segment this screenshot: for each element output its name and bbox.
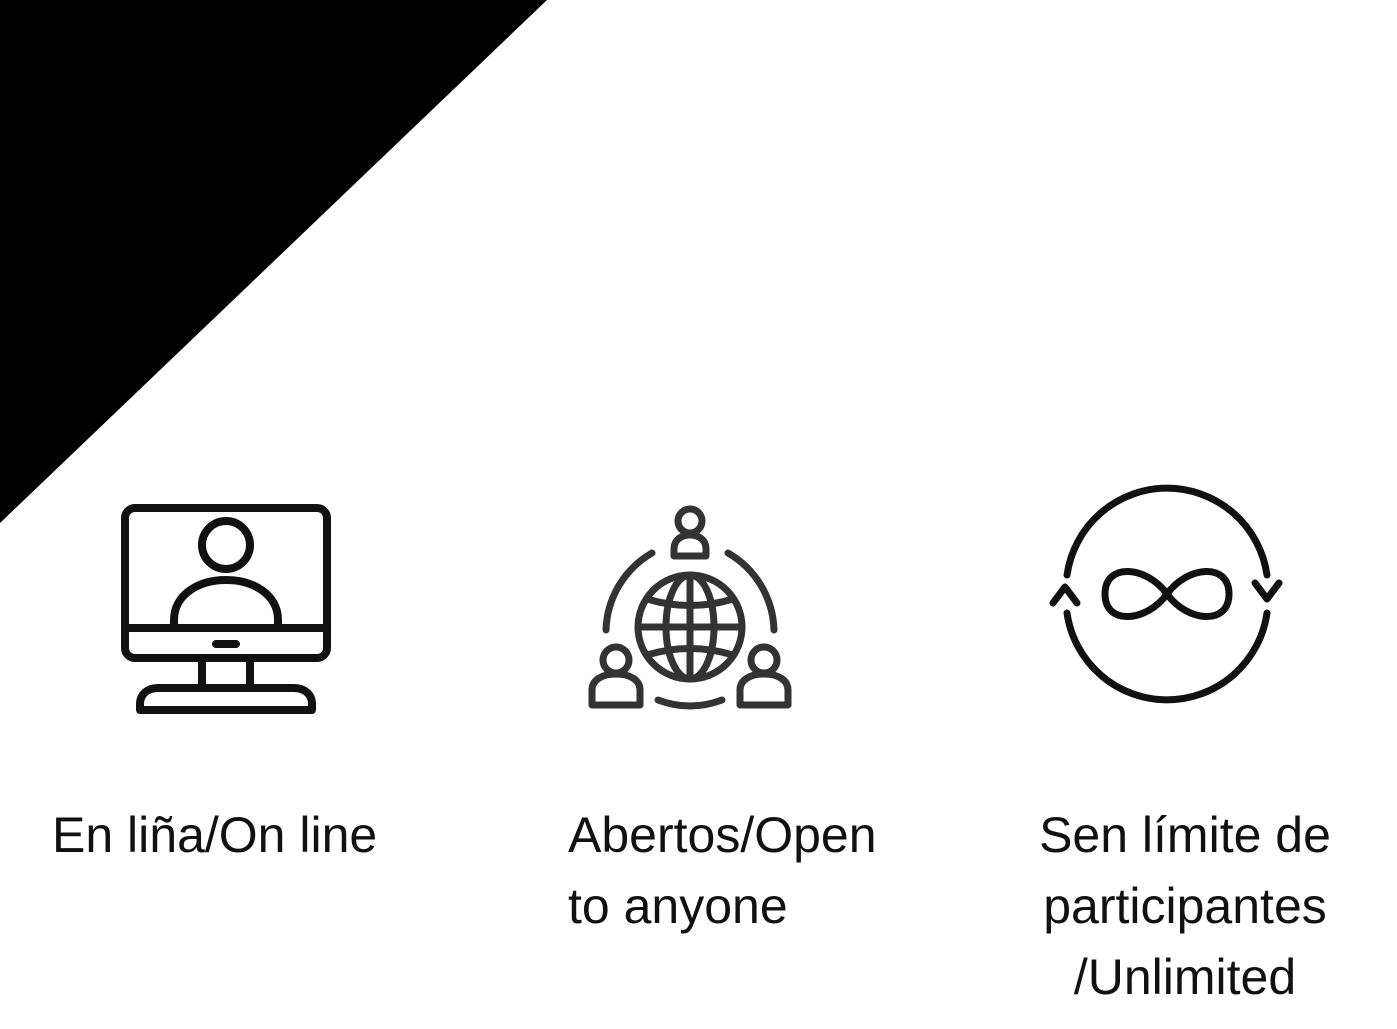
feature-label: Abertos/Open to anyone [568,807,877,934]
global-community-icon [588,505,792,710]
feature-label: Sen límite de participantes /Unlimited [1039,807,1331,1005]
infinity-cycle-icon [1049,484,1283,704]
computer-user-icon [121,504,331,714]
feature-label: En liña/On line [52,807,378,863]
